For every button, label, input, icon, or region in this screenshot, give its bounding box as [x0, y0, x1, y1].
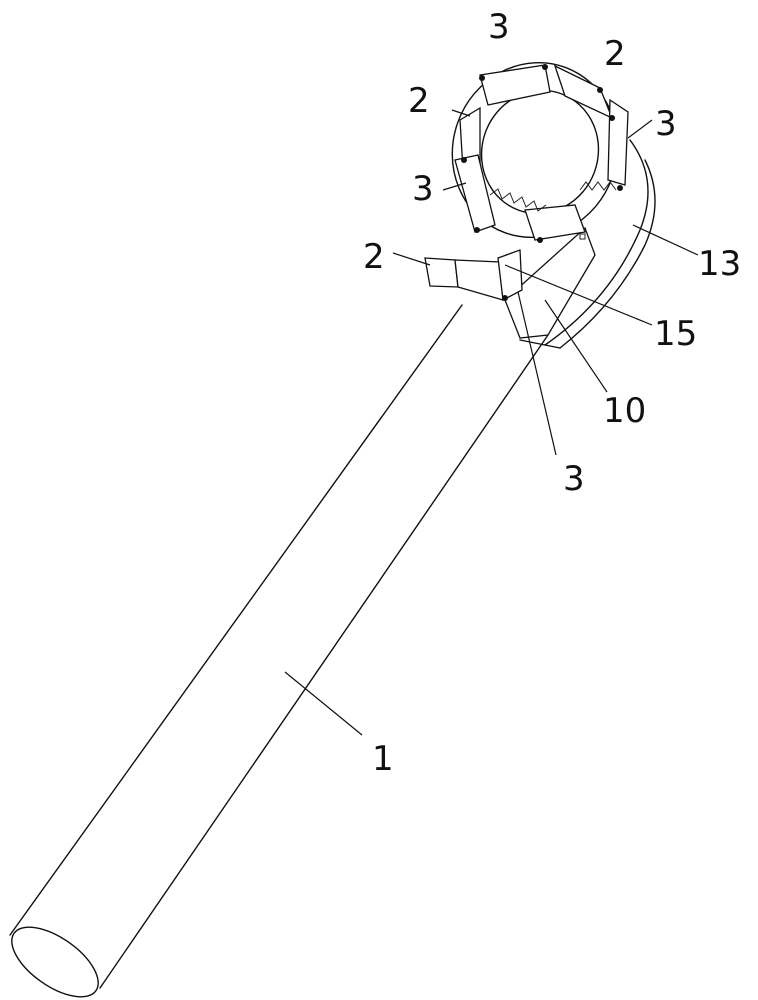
- label-support-plate: 10: [603, 391, 646, 431]
- end-link: [424, 249, 523, 302]
- leader-lines: [284, 109, 699, 736]
- ring-assembly: [451, 61, 629, 243]
- label-ring-segment-right: 3: [655, 104, 677, 144]
- arc-guide: [519, 139, 656, 349]
- label-ring-segment-left: 3: [412, 169, 434, 209]
- label-ring-link-top-right: 2: [604, 34, 626, 74]
- label-end-link: 2: [363, 237, 385, 277]
- label-ring-segment-top: 3: [488, 7, 510, 47]
- label-lower-segment: 3: [563, 459, 585, 499]
- handle-tube: [9, 304, 549, 998]
- label-bracket: 15: [654, 314, 697, 354]
- reference-labels: 3 2 2 3 3 13 2 15 10 3 1: [363, 7, 741, 779]
- label-handle-tube: 1: [372, 739, 394, 779]
- label-arc-guide: 13: [698, 244, 741, 284]
- label-ring-link-left: 2: [408, 81, 430, 121]
